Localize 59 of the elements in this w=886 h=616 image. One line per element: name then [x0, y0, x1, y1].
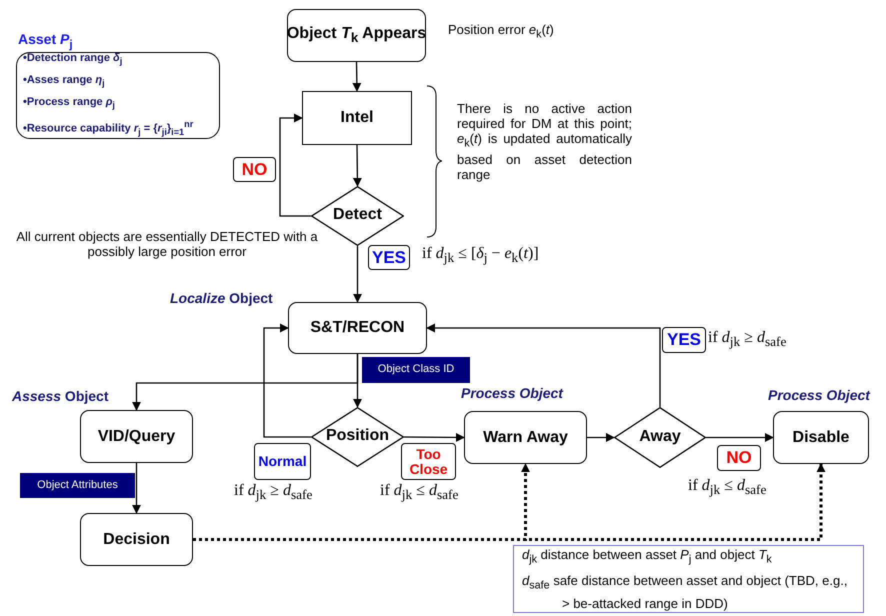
- section-heading: Process Object: [461, 385, 563, 401]
- note-text: There is no active action required for DM at this point; e$_{k}$(t) is updated automatically based on asset detection range: [457, 101, 632, 182]
- arrow: [426, 324, 661, 407]
- process-box: [80, 513, 193, 566]
- condition-text: if d$_{jk}$ ≤ [δ$_{j}$ − e$_{k}$(t)]: [422, 244, 539, 268]
- edge-label: Object Attributes: [20, 473, 135, 498]
- decision-diamond: [311, 407, 404, 467]
- condition-text: if d$_{jk}$ ≤ d$_{safe}$: [380, 481, 458, 504]
- node-label: Away: [639, 428, 681, 446]
- section-heading: Process Object: [768, 387, 870, 403]
- edge-label: NO: [233, 157, 276, 182]
- process-box: [464, 411, 587, 464]
- note-text: Position error e$_{k}$(t): [448, 22, 554, 41]
- edge-label: NO: [717, 445, 761, 471]
- section-heading: Assess Object: [12, 388, 109, 404]
- decision-diamond: [614, 407, 706, 468]
- section-heading: Localize Object: [170, 290, 273, 306]
- edge-label: Object Class ID: [362, 357, 470, 383]
- definition-text: d$_{safe}$ safe distance between asset and object (TBD, e.g., > be-attacked range in DDD): [522, 572, 848, 612]
- node-label: S&T/RECON: [310, 319, 405, 337]
- list-item: •Process range ρ$_{j}$: [23, 95, 115, 112]
- arrow: [132, 354, 358, 411]
- process-box: [288, 302, 427, 354]
- arrow: [352, 145, 362, 187]
- arrow: [404, 432, 465, 442]
- node-label: VID/Query: [98, 428, 176, 446]
- node-label: Decision: [103, 530, 170, 548]
- heading: Asset P$_{j}$: [18, 31, 73, 51]
- edge-label: YES: [662, 327, 706, 353]
- arrow: [352, 62, 362, 92]
- node-label: Object T$_{k}$ Appears: [286, 25, 426, 46]
- node-label: Detect: [333, 206, 382, 224]
- node-label: Intel: [340, 109, 374, 127]
- list-item: •Detection range δ$_{j}$: [23, 50, 122, 68]
- arrow: [132, 463, 141, 514]
- arrow: [353, 246, 362, 303]
- process-box: [302, 91, 412, 145]
- definition-panel: [513, 545, 864, 613]
- condition-text: if d$_{jk}$ ≤ d$_{safe}$: [688, 476, 766, 500]
- process-box: [773, 411, 869, 464]
- process-box: [287, 9, 426, 62]
- info-panel: [16, 52, 220, 139]
- node-label: Warn Away: [483, 428, 568, 446]
- edge-label: Too Close: [401, 443, 456, 480]
- arrow: [263, 324, 311, 438]
- list-item: •Asses range η$_{j}$: [23, 72, 105, 90]
- process-box: [80, 410, 193, 463]
- node-label: Position: [326, 427, 390, 445]
- arrow: [706, 433, 774, 442]
- node-label: Disable: [792, 428, 850, 446]
- decision-diamond: [311, 186, 404, 246]
- definition-text: d$_{jk}$ distance between asset P$_{j}$ and object T$_{k}$: [522, 546, 772, 568]
- arrow: [279, 114, 311, 217]
- edge-label: Normal: [254, 443, 311, 480]
- arrow: [587, 433, 615, 442]
- note-text: All current objects are essentially DETECTED with a possibly large position error: [15, 229, 319, 259]
- condition-text: if d$_{jk}$ ≥ d$_{safe}$: [708, 328, 786, 352]
- edge-label: YES: [368, 245, 410, 270]
- condition-text: if d$_{jk}$ ≥ d$_{safe}$: [234, 481, 312, 504]
